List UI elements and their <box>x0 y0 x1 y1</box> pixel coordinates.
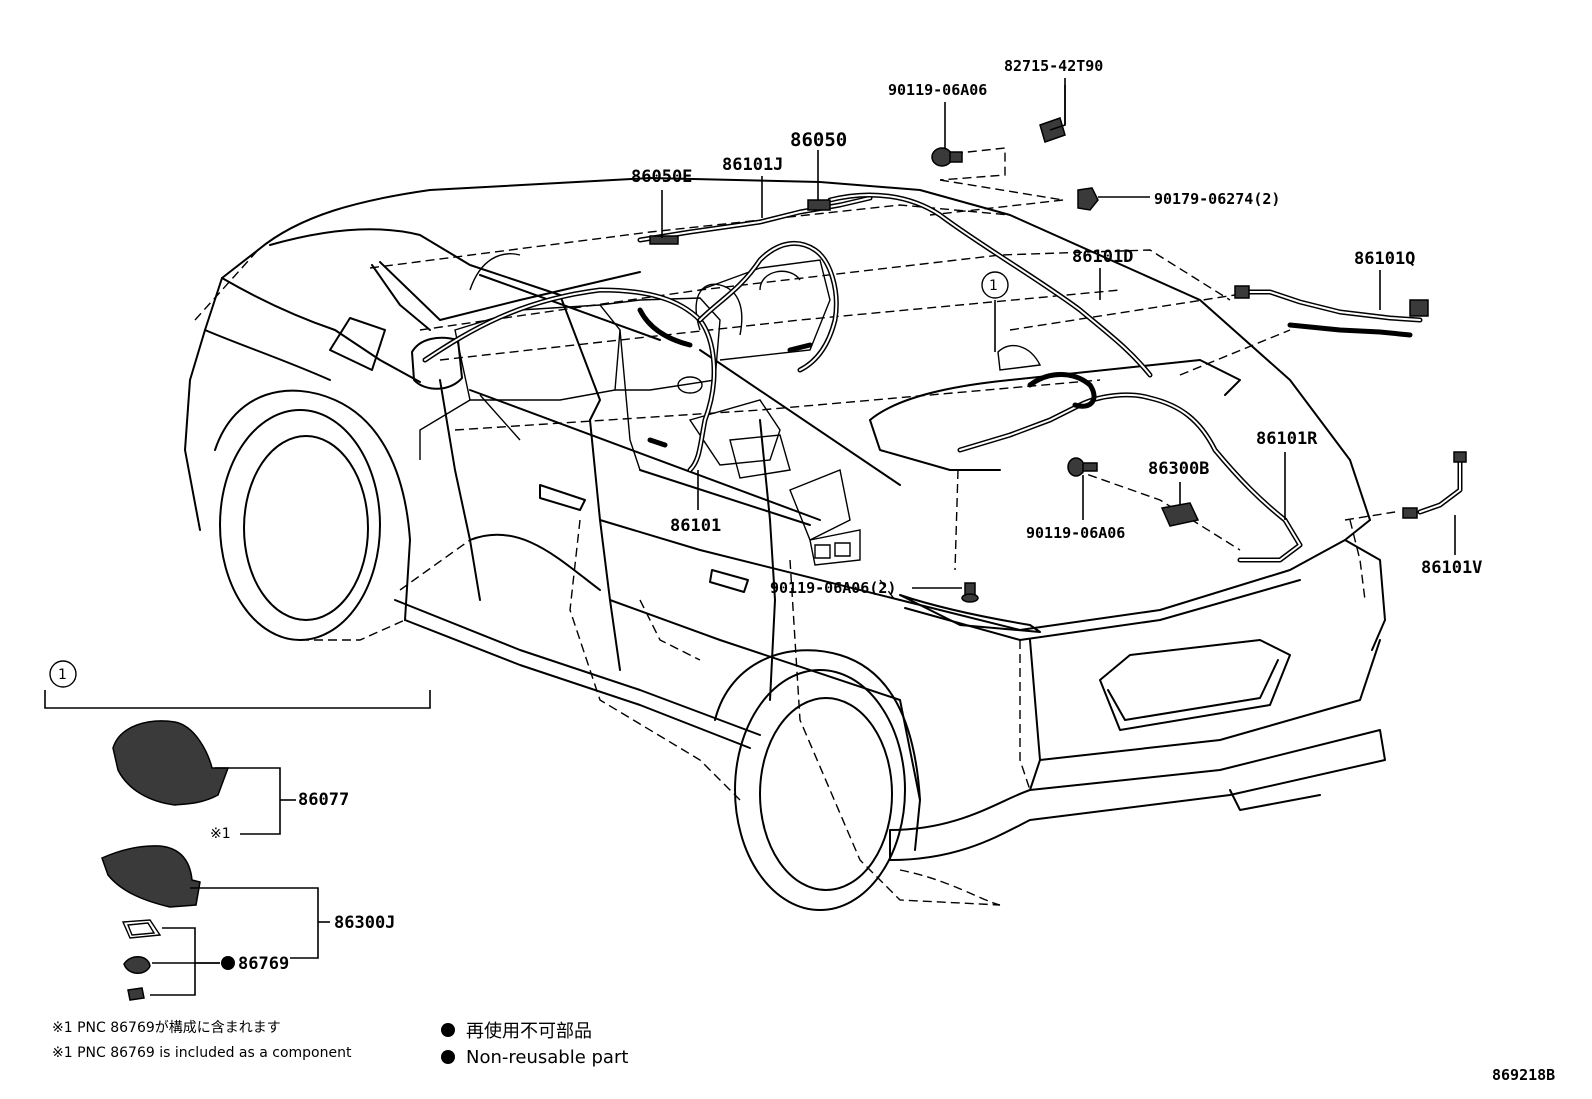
label-86101D: 86101D <box>1072 247 1133 267</box>
note-jp: ※1 PNC 86769が構成に含まれます <box>52 1020 281 1036</box>
interior-detail <box>419 253 901 566</box>
label-90119-2: 90119-06A06(2) <box>770 579 896 597</box>
nut-90179 <box>1077 187 1099 211</box>
label-86769: 86769 <box>238 954 289 974</box>
note-en: ※1 PNC 86769 is included as a component <box>52 1045 352 1061</box>
antenna-position <box>981 271 1042 371</box>
clip-82715 <box>1039 85 1066 143</box>
part-86050 <box>807 199 831 211</box>
legend-jp: 再使用不可部品 <box>466 1021 592 1042</box>
label-ref1: ※1 <box>210 826 231 842</box>
label-86101V: 86101V <box>1421 558 1482 578</box>
label-82715: 82715-42T90 <box>1004 57 1103 75</box>
wire-harness-86101 <box>422 240 839 473</box>
legend-marker-jp <box>441 1023 455 1037</box>
bolt-90119-top <box>931 147 963 167</box>
circle-ref-inset: 1 <box>58 667 67 683</box>
wire-harness-86101J <box>637 195 873 243</box>
circle-ref-main: 1 <box>989 278 998 294</box>
label-86101R: 86101R <box>1256 429 1318 449</box>
label-leaders <box>661 78 1456 589</box>
label-90179: 90179-06274(2) <box>1154 190 1280 208</box>
label-90119-top: 90119-06A06 <box>888 81 987 99</box>
wire-harness-86101R <box>957 372 1303 563</box>
wire-harness-86101V <box>1402 451 1467 519</box>
label-86077: 86077 <box>298 790 349 810</box>
legend-marker-en <box>441 1050 455 1064</box>
label-86101J: 86101J <box>722 155 783 175</box>
label-86101: 86101 <box>670 516 721 536</box>
label-86050E: 86050E <box>631 167 692 187</box>
hidden-lines <box>194 147 1396 906</box>
label-86050: 86050 <box>790 129 847 151</box>
non-reusable-marker-86769 <box>221 956 235 970</box>
part-labels: 82715-42T90 90119-06A06 86050 86050E 861… <box>58 57 1482 974</box>
label-86101Q: 86101Q <box>1354 249 1415 269</box>
wire-harness-86101D <box>827 192 1153 378</box>
label-86300J: 86300J <box>334 913 395 933</box>
bolt-90119-mid <box>1067 457 1098 477</box>
legend-en: Non-reusable part <box>466 1047 628 1068</box>
vehicle-outline <box>184 177 1386 911</box>
detail-inset <box>44 660 431 1001</box>
label-90119-mid: 90119-06A06 <box>1026 524 1125 542</box>
diagram-code: 869218B <box>1492 1066 1555 1084</box>
part-86300B <box>1160 502 1200 527</box>
bolt-90119-2 <box>961 582 979 603</box>
label-86300B: 86300B <box>1148 459 1209 479</box>
part-86050E <box>649 235 679 245</box>
wire-harness-86101Q <box>1234 285 1429 338</box>
